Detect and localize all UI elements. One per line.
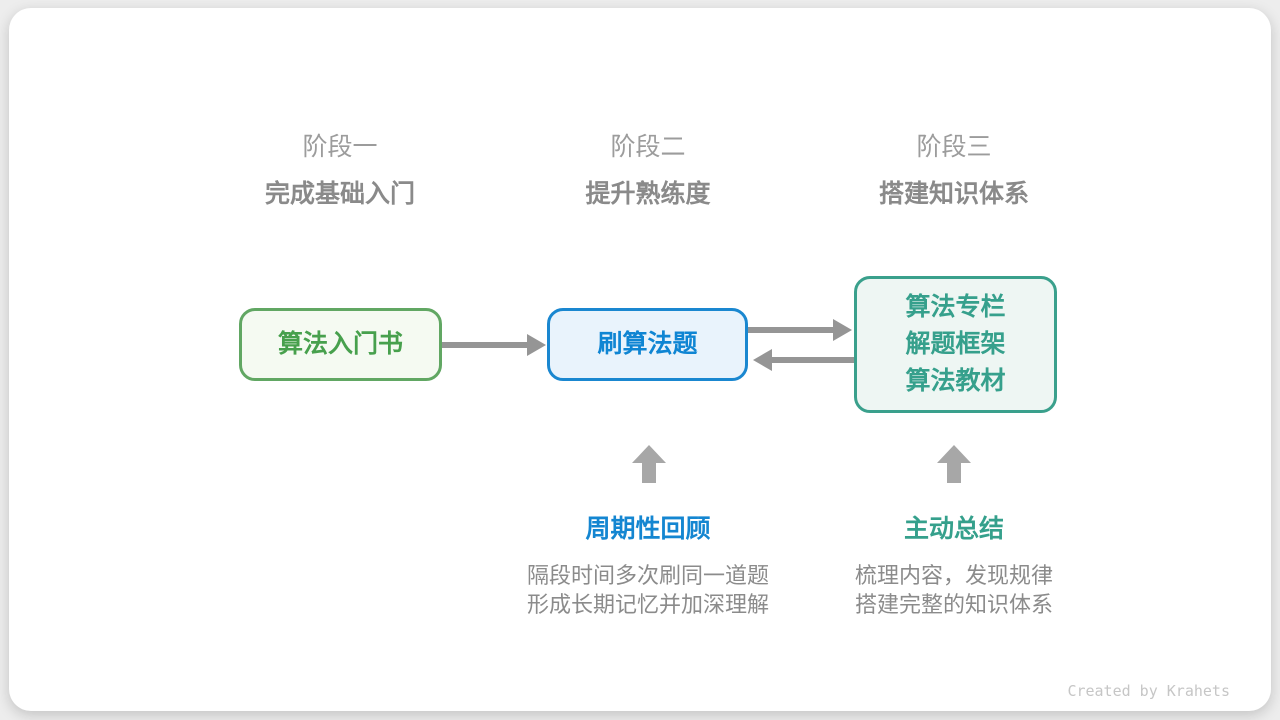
arrow-practice-to-resources-icon: [748, 319, 852, 341]
annotation-review-desc: 隔段时间多次刷同一道题 形成长期记忆并加深理解: [456, 561, 840, 619]
node-intro-book-label: 算法入门书: [277, 330, 403, 358]
up-arrow-summarize-icon: [937, 445, 971, 483]
stage-header-3: 阶段三 搭建知识体系: [794, 132, 1114, 209]
annotation-summarize-desc-line-2: 搭建完整的知识体系: [854, 592, 1053, 617]
up-arrow-review-shaft: [642, 463, 656, 483]
node-resources-line-1: 算法专栏: [905, 293, 1006, 321]
stage-3-title: 搭建知识体系: [878, 180, 1029, 208]
stage-3-label: 阶段三: [916, 133, 992, 161]
annotation-review-title: 周期性回顾: [585, 515, 711, 543]
up-arrow-summarize-head: [937, 445, 971, 463]
up-arrow-review-head: [632, 445, 666, 463]
up-arrow-summarize-shaft: [947, 463, 961, 483]
up-arrow-review-icon: [632, 445, 666, 483]
annotation-summarize-desc: 梳理内容，发现规律 搭建完整的知识体系: [762, 561, 1146, 619]
node-practice-label: 刷算法题: [597, 330, 698, 358]
node-resources: 算法专栏 解题框架 算法教材: [854, 276, 1057, 413]
stage-header-1: 阶段一 完成基础入门: [180, 132, 500, 209]
stage-1-label: 阶段一: [302, 133, 378, 161]
node-resources-line-3: 算法教材: [905, 367, 1006, 395]
stage-1-title: 完成基础入门: [264, 180, 415, 208]
arrow-intro-to-practice-icon: [442, 334, 546, 356]
node-intro-book: 算法入门书: [239, 308, 442, 381]
node-resources-line-2: 解题框架: [905, 330, 1006, 358]
annotation-review-desc-line-2: 形成长期记忆并加深理解: [526, 592, 769, 617]
stage-header-2: 阶段二 提升熟练度: [488, 132, 808, 209]
node-practice: 刷算法题: [547, 308, 748, 381]
annotation-summarize-title: 主动总结: [903, 515, 1004, 543]
arrow-resources-to-practice-icon: [753, 349, 854, 371]
credit-text: Created by Krahets: [1067, 682, 1230, 700]
stage-2-title: 提升熟练度: [585, 180, 711, 208]
diagram-card: 阶段一 完成基础入门 阶段二 提升熟练度 阶段三 搭建知识体系 算法入门书 刷算…: [9, 8, 1271, 711]
annotation-review-desc-line-1: 隔段时间多次刷同一道题: [526, 563, 769, 588]
stage-2-label: 阶段二: [610, 133, 686, 161]
annotation-summarize-desc-line-1: 梳理内容，发现规律: [854, 563, 1053, 588]
